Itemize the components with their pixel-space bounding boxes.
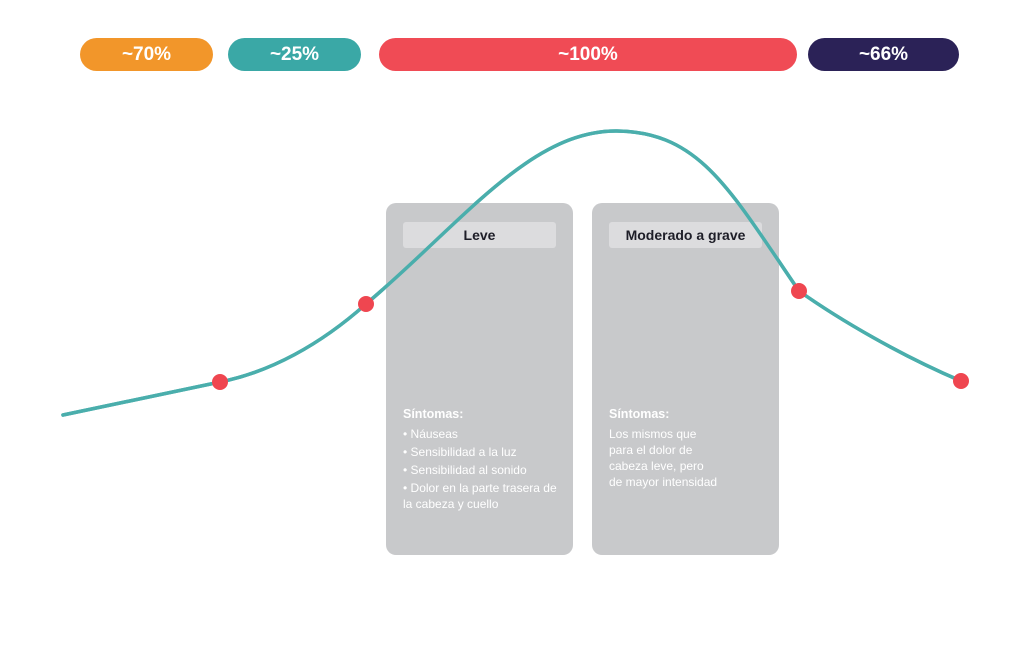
symptom-item: • Sensibilidad a la luz bbox=[403, 445, 517, 459]
card-mild: Leve Síntomas: • Náuseas • Sensibilidad … bbox=[386, 203, 573, 555]
card-moderate-header: Moderado a grave bbox=[609, 222, 762, 248]
card-mild-body: Síntomas: • Náuseas • Sensibilidad a la … bbox=[403, 406, 563, 514]
stage-pill-2: ~25% bbox=[228, 38, 361, 71]
card-mild-symptoms-title: Síntomas: bbox=[403, 407, 464, 421]
symptom-item: • Náuseas bbox=[403, 427, 458, 441]
card-moderate-description: Los mismos que para el dolor de cabeza l… bbox=[609, 427, 718, 489]
card-moderate-body: Síntomas: Los mismos que para el dolor d… bbox=[609, 406, 769, 490]
card-moderate-symptoms-title: Síntomas: bbox=[609, 407, 670, 421]
stage-pill-4: ~66% bbox=[808, 38, 959, 71]
stage-pill-3: ~100% bbox=[379, 38, 797, 71]
card-moderate-severe: Moderado a grave Síntomas: Los mismos qu… bbox=[592, 203, 779, 555]
card-mild-header: Leve bbox=[403, 222, 556, 248]
symptom-item: • Dolor en la parte trasera de la cabeza… bbox=[403, 481, 557, 511]
stage-pill-1: ~70% bbox=[80, 38, 213, 71]
symptom-item: • Sensibilidad al sonido bbox=[403, 463, 527, 477]
